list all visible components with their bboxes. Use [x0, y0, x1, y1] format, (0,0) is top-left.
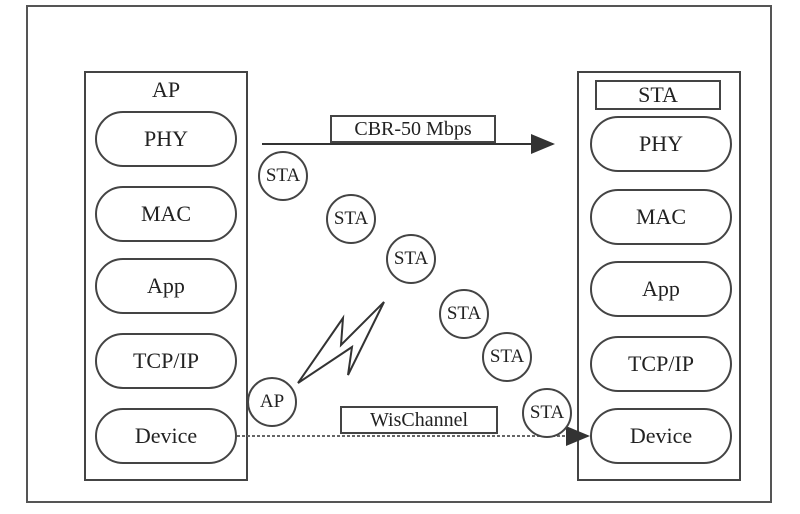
sta-node: STA [439, 289, 489, 339]
sta-layer-device: Device [590, 408, 732, 464]
ap-layer-tcpip: TCP/IP [95, 333, 237, 389]
ap-node: AP [247, 377, 297, 427]
sta-node: STA [258, 151, 308, 201]
ap-layer-app: App [95, 258, 237, 314]
ap-layer-phy: PHY [95, 111, 237, 167]
sta-node: STA [386, 234, 436, 284]
wischannel-label: WisChannel [340, 406, 498, 434]
ap-layer-device: Device [95, 408, 237, 464]
sta-layer-phy: PHY [590, 116, 732, 172]
sta-layer-mac: MAC [590, 189, 732, 245]
sta-node: STA [482, 332, 532, 382]
ap-layer-mac: MAC [95, 186, 237, 242]
cbr-label: CBR-50 Mbps [330, 115, 496, 143]
sta-node: STA [522, 388, 572, 438]
lightning-bolt-icon [297, 301, 385, 384]
sta-stack-title: STA [595, 80, 721, 110]
ap-stack-title: AP [151, 77, 181, 102]
sta-node: STA [326, 194, 376, 244]
diagram-frame [26, 5, 772, 503]
sta-layer-app: App [590, 261, 732, 317]
sta-layer-tcpip: TCP/IP [590, 336, 732, 392]
